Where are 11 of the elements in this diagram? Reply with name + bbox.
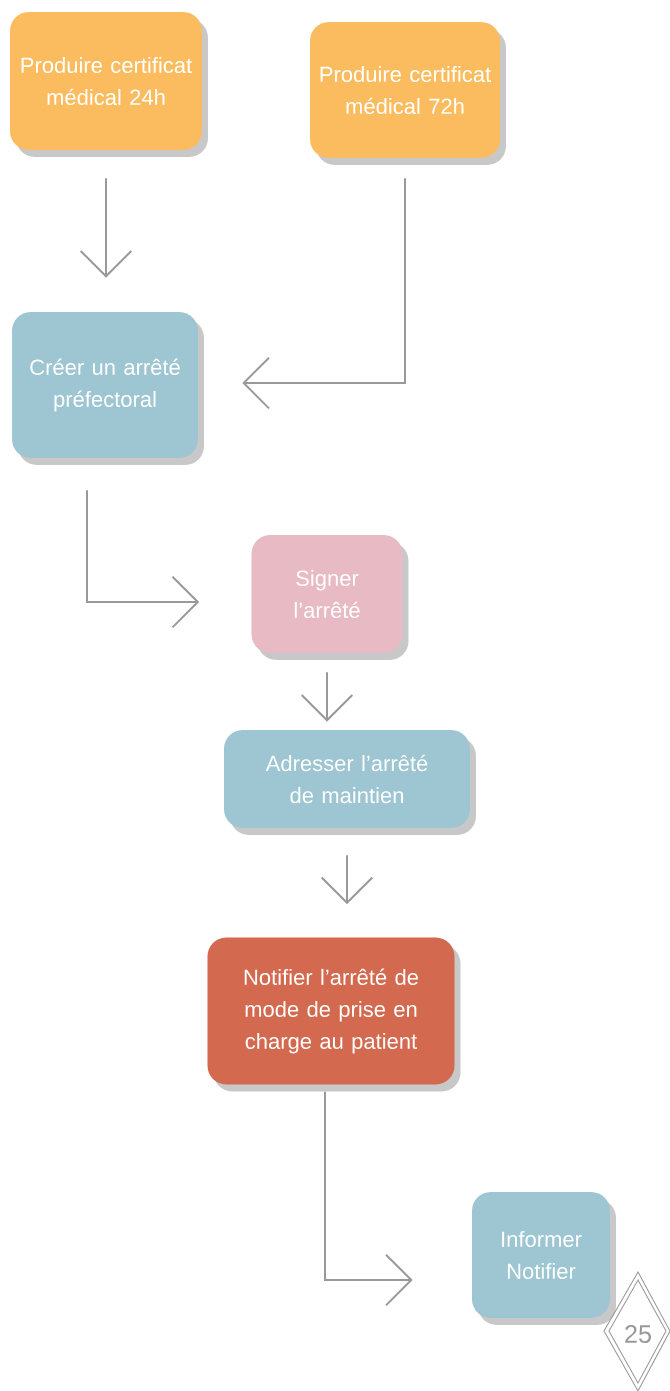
process-box: Signer l’arrêté — [251, 535, 409, 660]
process-box: Notifier l’arrêté de mode de prise en charge au patient — [207, 937, 461, 1092]
page-number: 25 — [625, 1325, 651, 1343]
arrow — [324, 1090, 413, 1307]
process-box: Adresser l’arrêté de maintien — [224, 730, 476, 835]
process-box: Créer un arrêté préfectoral — [12, 312, 204, 465]
process-box: Produire certificat médical 24h — [10, 12, 208, 157]
process-box: Produire certificat médical 72h — [310, 22, 506, 165]
arrow — [242, 177, 406, 410]
process-box: Informer Notifier — [472, 1192, 616, 1325]
arrow — [86, 489, 200, 629]
